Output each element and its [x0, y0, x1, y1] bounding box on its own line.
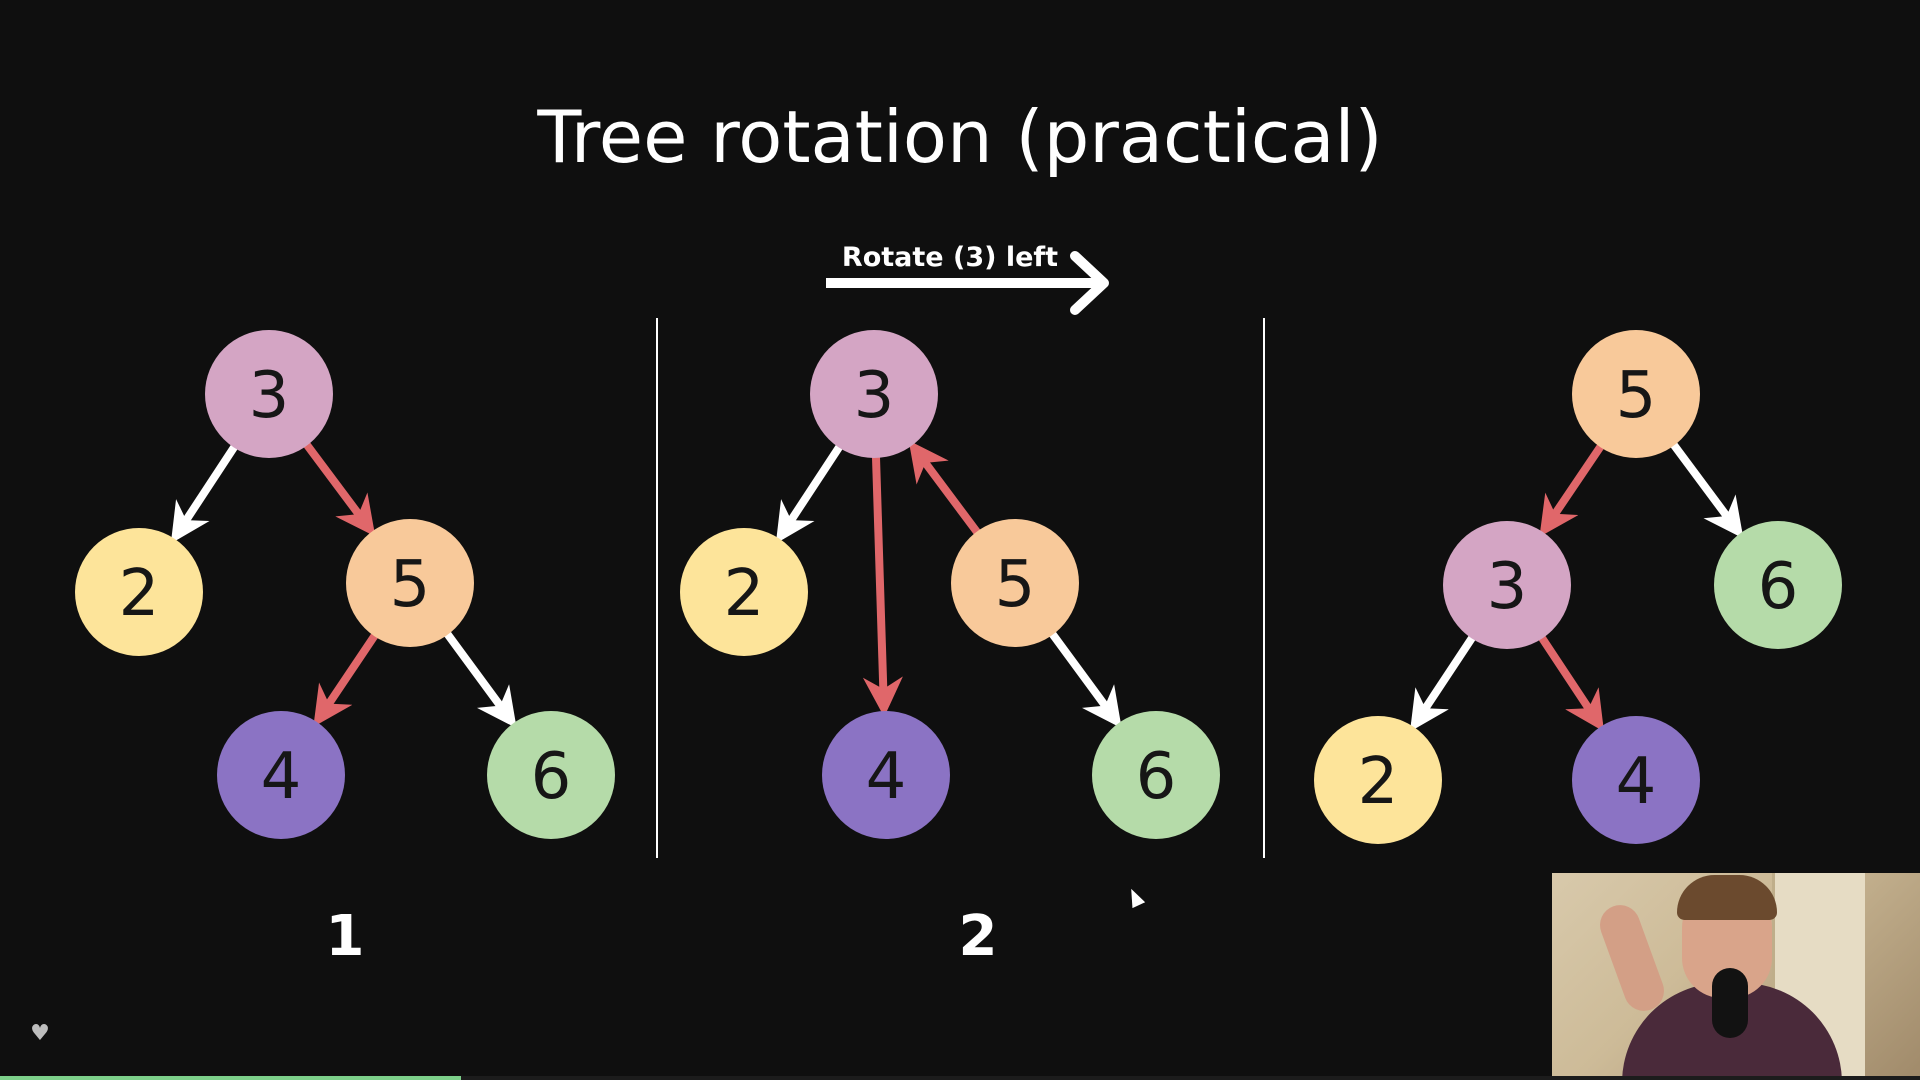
tree-node-circle	[346, 519, 474, 647]
tree-node-circle	[1572, 716, 1700, 844]
tree-node-circle	[217, 711, 345, 839]
tree-1-edge-3	[313, 630, 380, 727]
tree-1-node-2: 2	[75, 528, 203, 656]
tree-3-node-6: 6	[1714, 521, 1842, 649]
video-progress-bar[interactable]	[0, 1076, 1920, 1080]
tree-node-circle	[1714, 521, 1842, 649]
tree-node-circle	[1092, 711, 1220, 839]
tree-node-label: 5	[390, 548, 431, 622]
tree-node-label: 5	[995, 548, 1036, 622]
tree-1-edge-1	[170, 441, 240, 544]
tree-3-edge-4	[1536, 632, 1604, 732]
tree-1-node-6: 6	[487, 711, 615, 839]
tree-3-edge-2	[1668, 439, 1744, 539]
tree-node-label: 4	[261, 740, 302, 814]
tree-node-label: 2	[724, 557, 765, 631]
tree-1-node-5: 5	[346, 519, 474, 647]
step-label-2: 2	[959, 904, 998, 969]
tree-node-circle	[810, 330, 938, 458]
tree-3-node-4: 4	[1572, 716, 1700, 844]
tree-node-circle	[951, 519, 1079, 647]
tree-2-node-5: 5	[951, 519, 1079, 647]
tree-node-label: 3	[249, 359, 290, 433]
step-label-1: 1	[326, 904, 365, 969]
tree-1-node-4: 4	[217, 711, 345, 839]
rotate-label: Rotate (3) left	[842, 242, 1058, 273]
tree-node-label: 4	[1616, 745, 1657, 819]
tree-node-label: 3	[1487, 550, 1528, 624]
webcam-overlay	[1552, 873, 1920, 1080]
tree-2-node-2: 2	[680, 528, 808, 656]
tree-3-node-5: 5	[1572, 330, 1700, 458]
tree-node-circle	[1572, 330, 1700, 458]
tree-1-node-3: 3	[205, 330, 333, 458]
tree-node-label: 6	[1758, 550, 1799, 624]
tree-node-circle	[680, 528, 808, 656]
tree-node-label: 3	[854, 359, 895, 433]
webcam-person-hair	[1677, 875, 1777, 920]
tree-2-edge-4	[1047, 628, 1122, 729]
tree-2-edge-1	[775, 441, 845, 544]
tree-3-edge-1	[1539, 441, 1606, 537]
tree-2-node-3: 3	[810, 330, 938, 458]
microphone-icon	[1712, 968, 1748, 1038]
tree-node-circle	[487, 711, 615, 839]
tree-node-circle	[822, 711, 950, 839]
video-progress-fill	[0, 1076, 461, 1080]
tree-3-edge-3	[1410, 632, 1478, 732]
slide-title: Tree rotation (practical)	[537, 95, 1383, 179]
tree-node-circle	[205, 330, 333, 458]
tree-1-edge-2	[301, 439, 376, 537]
tree-node-label: 5	[1616, 359, 1657, 433]
tree-node-label: 2	[119, 557, 160, 631]
tree-node-circle	[1443, 521, 1571, 649]
tree-3-node-2: 2	[1314, 716, 1442, 844]
tree-node-label: 6	[531, 740, 572, 814]
tree-node-circle	[75, 528, 203, 656]
tree-node-label: 4	[866, 740, 907, 814]
rotate-arrow	[826, 251, 1109, 315]
tree-3-node-3: 3	[1443, 521, 1571, 649]
webcam-person-arm	[1594, 899, 1670, 1017]
tree-node-circle	[1314, 716, 1442, 844]
tree-2-node-6: 6	[1092, 711, 1220, 839]
tree-2-edge-2	[862, 453, 903, 718]
tree-1-edge-4	[442, 628, 517, 729]
tree-2-edge-3	[908, 440, 983, 538]
tree-node-label: 2	[1358, 745, 1399, 819]
tree-2-node-4: 4	[822, 711, 950, 839]
heart-icon[interactable]: ♥	[30, 1021, 50, 1046]
tree-node-label: 6	[1136, 740, 1177, 814]
